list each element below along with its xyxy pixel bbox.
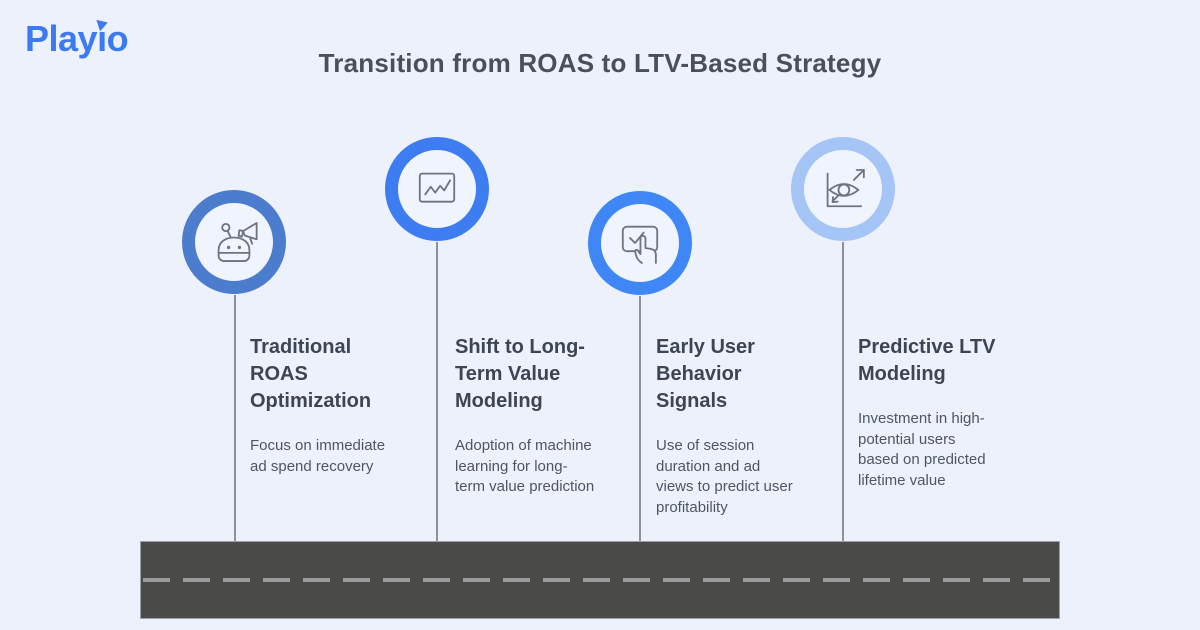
milestone-4-text: Predictive LTV Modeling Investment in hi… (858, 334, 1040, 491)
connector-line-4 (842, 242, 844, 541)
milestone-3-text: Early User Behavior Signals Use of sessi… (656, 334, 838, 518)
road-graphic (140, 541, 1060, 619)
logo-text-before: Play (25, 18, 98, 59)
milestone-3-title: Early User Behavior Signals (656, 336, 755, 412)
line-chart-icon (418, 172, 456, 203)
connector-line-1 (234, 295, 236, 541)
milestone-4-title: Predictive LTV Modeling (858, 336, 996, 385)
playio-logo: Playıo (25, 16, 129, 60)
milestone-4-description: Investment in high- potential users base… (858, 410, 986, 489)
milestone-2-circle (385, 137, 489, 241)
robot-megaphone-icon (217, 222, 258, 262)
milestone-2-title: Shift to Long- Term Value Modeling (455, 336, 585, 412)
connector-line-2 (436, 242, 438, 541)
eye-growth-icon (826, 169, 865, 208)
logo-text-after: o (106, 18, 129, 59)
milestone-1-description: Focus on immediate ad spend recovery (250, 437, 386, 475)
checkbox-tap-icon (621, 225, 659, 264)
milestone-1-circle (182, 190, 286, 294)
milestone-3-description: Use of session duration and ad views to … (656, 437, 793, 516)
connector-line-3 (639, 296, 641, 541)
milestone-2-text: Shift to Long- Term Value Modeling Adopt… (455, 334, 637, 498)
milestone-1-text: Traditional ROAS Optimization Focus on i… (250, 334, 432, 477)
milestone-2-description: Adoption of machine learning for long- t… (455, 437, 595, 495)
milestone-4-circle (791, 137, 895, 241)
milestone-1-title: Traditional ROAS Optimization (250, 336, 372, 412)
logo-text-i: ı (97, 18, 107, 59)
milestone-3-circle (588, 191, 692, 295)
road-center-dashed-line (143, 578, 1057, 582)
page-title: Transition from ROAS to LTV-Based Strate… (318, 48, 882, 78)
